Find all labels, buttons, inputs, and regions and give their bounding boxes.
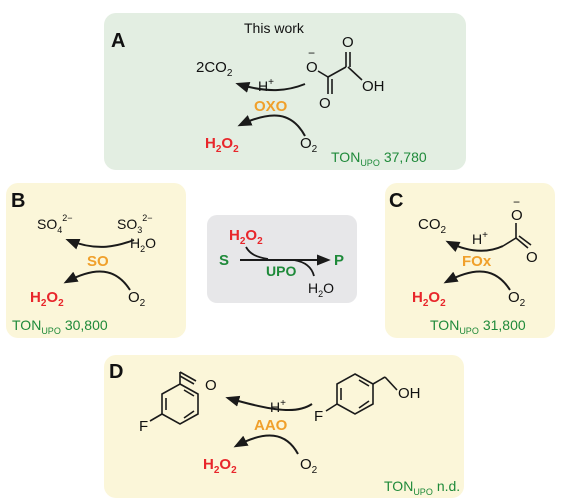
panel-d-letter: D (109, 361, 123, 383)
panel-d-background (104, 355, 464, 498)
panel-c-arrow-top (445, 240, 504, 253)
panel-a-background (104, 13, 466, 170)
panel-c-enzyme: FOx (462, 253, 492, 270)
panel-d-oxygen: O2 (300, 456, 318, 476)
panel-d-enzyme: AAO (254, 417, 288, 434)
panel-d-aldehyde-o: O (205, 377, 217, 394)
panel-c-letter: C (389, 190, 403, 212)
panel-a-substrate-o-minus: O (306, 59, 318, 76)
panel-c-oxygen: O2 (508, 289, 526, 309)
panel-d-h-plus: H+ (270, 398, 286, 415)
panel-a-substrate-oh: OH (362, 78, 385, 95)
panel-d-peroxide: H2O2 (203, 456, 237, 476)
panel-c-substrate-o: O (526, 249, 538, 266)
center-arrow-peroxide-in (245, 246, 269, 260)
panel-b-enzyme: SO (87, 253, 109, 270)
panel-b-letter: B (11, 190, 25, 212)
panel-b-background (6, 183, 186, 338)
center-product: P (334, 252, 344, 269)
panel-c-formate-bonds (502, 223, 532, 249)
panel-d-alcohol-structure (325, 373, 398, 415)
panel-a-enzyme: OXO (254, 98, 288, 115)
panel-c-substrate-o-minus: O (511, 207, 523, 224)
panel-a-substrate-minus: − (308, 46, 315, 60)
panel-a-h-plus: H+ (258, 77, 274, 94)
panel-a-arrow-bottom (237, 114, 306, 137)
center-enzyme: UPO (266, 263, 296, 279)
panel-a-substrate-o-bottom: O (319, 95, 331, 112)
panel-b-product: SO42− (37, 213, 73, 235)
panel-d-arrow-top (225, 395, 313, 411)
panel-c-arrow-bottom (443, 270, 511, 291)
panel-b-arrow-top (65, 238, 135, 250)
panel-b-substrate: SO32− (117, 213, 153, 235)
center-water: H2O (308, 280, 334, 299)
panel-d-aldehyde-structure (149, 371, 199, 425)
caption-this-work: This work (244, 20, 305, 36)
panel-a-arrow-top (235, 81, 306, 93)
center-substrate: S (219, 252, 229, 269)
panel-c-background (385, 183, 555, 338)
panel-a-substrate-o-top: O (342, 34, 354, 51)
panel-a-peroxide: H2O2 (205, 135, 239, 155)
panel-d-aldehyde-f: F (139, 418, 148, 435)
panel-a-oxygen: O2 (300, 135, 318, 155)
panel-d-alcohol-f: F (314, 408, 323, 425)
panel-d-arrow-bottom (233, 434, 299, 455)
panel-b-water: H2O (130, 235, 156, 254)
panel-b-peroxide: H2O2 (30, 289, 64, 309)
panel-c-h-plus: H+ (472, 230, 488, 247)
center-peroxide: H2O2 (229, 227, 263, 247)
panel-a-letter: A (111, 30, 125, 52)
panel-b-oxygen: O2 (128, 289, 146, 309)
panel-a-product: 2CO2 (196, 59, 233, 79)
panel-b-arrow-bottom (63, 270, 131, 291)
center-arrow-water-out (293, 259, 315, 277)
panel-a-oxalate-bonds (317, 52, 363, 94)
panel-c-peroxide: H2O2 (412, 289, 446, 309)
panel-c-substrate-minus: − (513, 195, 520, 209)
panel-c-product: CO2 (418, 216, 447, 236)
panel-d-alcohol-oh: OH (398, 385, 421, 402)
